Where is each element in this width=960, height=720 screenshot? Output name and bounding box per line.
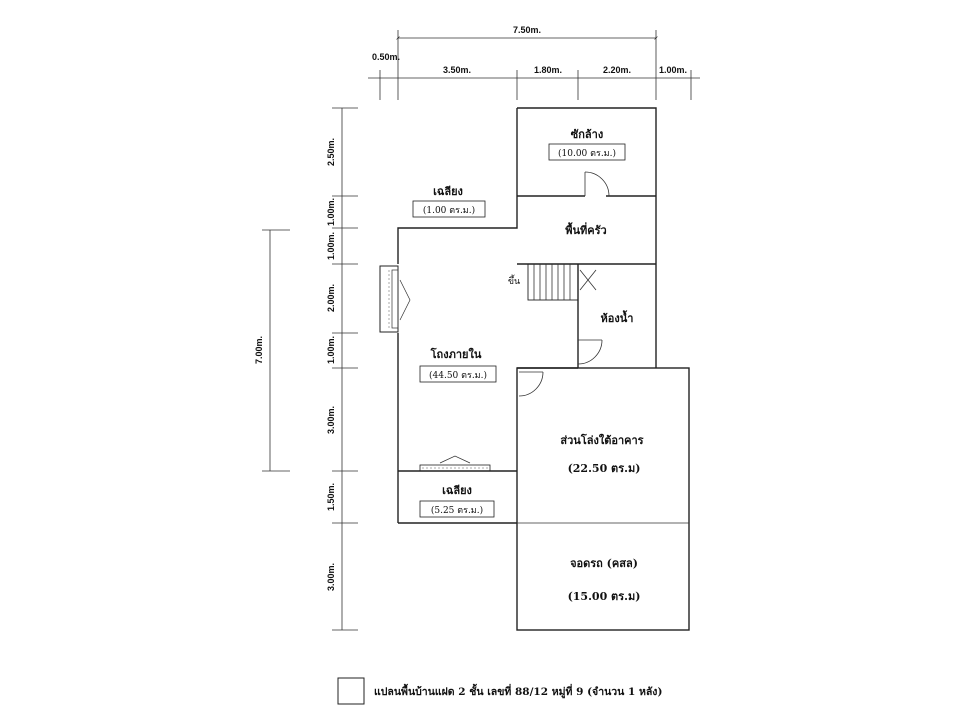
room-laundry-area-box — [548, 143, 626, 161]
room-bathroom-name: ห้องน้ำ — [601, 310, 634, 325]
staircase — [527, 263, 597, 301]
door-open-space — [518, 371, 544, 397]
window-left — [379, 265, 411, 333]
room-porch-bottom-area-box — [419, 500, 495, 518]
dim-left-3-00-a: 3.00m. — [326, 406, 336, 434]
room-parking-name: จอดรถ (คสล) — [570, 557, 638, 570]
room-living-name: โถงภายใน — [430, 347, 482, 361]
dim-top-1-80: 1.80m. — [534, 65, 562, 75]
room-porch-top-area-box — [412, 200, 486, 218]
room-living-area-box — [419, 365, 497, 383]
room-kitchen-name: พื้นที่ครัว — [565, 222, 606, 237]
dim-top-1-00: 1.00m. — [659, 65, 687, 75]
door-laundry — [584, 171, 610, 197]
dim-left-3-00-b: 3.00m. — [326, 563, 336, 591]
room-porch-bottom-area: (5.25 ตร.ม.) — [431, 505, 483, 516]
dim-left-1-00-a: 1.00m. — [326, 198, 336, 226]
dim-left-1-00-c: 1.00m. — [326, 336, 336, 364]
top-dimension-lines — [368, 30, 700, 100]
dim-top-2-20: 2.20m. — [603, 65, 631, 75]
room-porch-top-name: เฉลียง — [433, 185, 463, 198]
dim-top-total: 7.50m. — [513, 25, 541, 35]
dim-left-2-50: 2.50m. — [326, 138, 336, 166]
room-parking-area: (15.00 ตร.ม) — [568, 590, 641, 603]
caption-legend-box — [337, 677, 365, 705]
stair-up-label: ขึ้น — [508, 274, 520, 287]
room-open-space-area: (22.50 ตร.ม) — [568, 462, 641, 475]
left-dimension-lines — [262, 107, 358, 631]
room-laundry-area: (10.00 ตร.ม.) — [558, 148, 616, 159]
dim-left-1-00-b: 1.00m. — [326, 232, 336, 260]
dim-left-2-00: 2.00m. — [326, 284, 336, 312]
room-porch-top-area: (1.00 ตร.ม.) — [423, 205, 475, 216]
dim-left-1-50: 1.50m. — [326, 483, 336, 511]
dim-top-3-50: 3.50m. — [443, 65, 471, 75]
dim-left-overall: 7.00m. — [254, 336, 264, 364]
door-bathroom — [577, 339, 603, 365]
room-porch-bottom-name: เฉลียง — [442, 484, 472, 497]
room-open-space-name: ส่วนโล่งใต้อาคาร — [560, 433, 643, 447]
window-bottom-porch — [419, 455, 491, 472]
room-living-area: (44.50 ตร.ม.) — [429, 370, 487, 381]
room-laundry-name: ซักล้าง — [571, 128, 603, 141]
plan-caption: แปลนพื้นบ้านแฝด 2 ชั้น เลขที่ 88/12 หมู่… — [374, 683, 662, 699]
dim-top-0-50: 0.50m. — [372, 52, 400, 62]
